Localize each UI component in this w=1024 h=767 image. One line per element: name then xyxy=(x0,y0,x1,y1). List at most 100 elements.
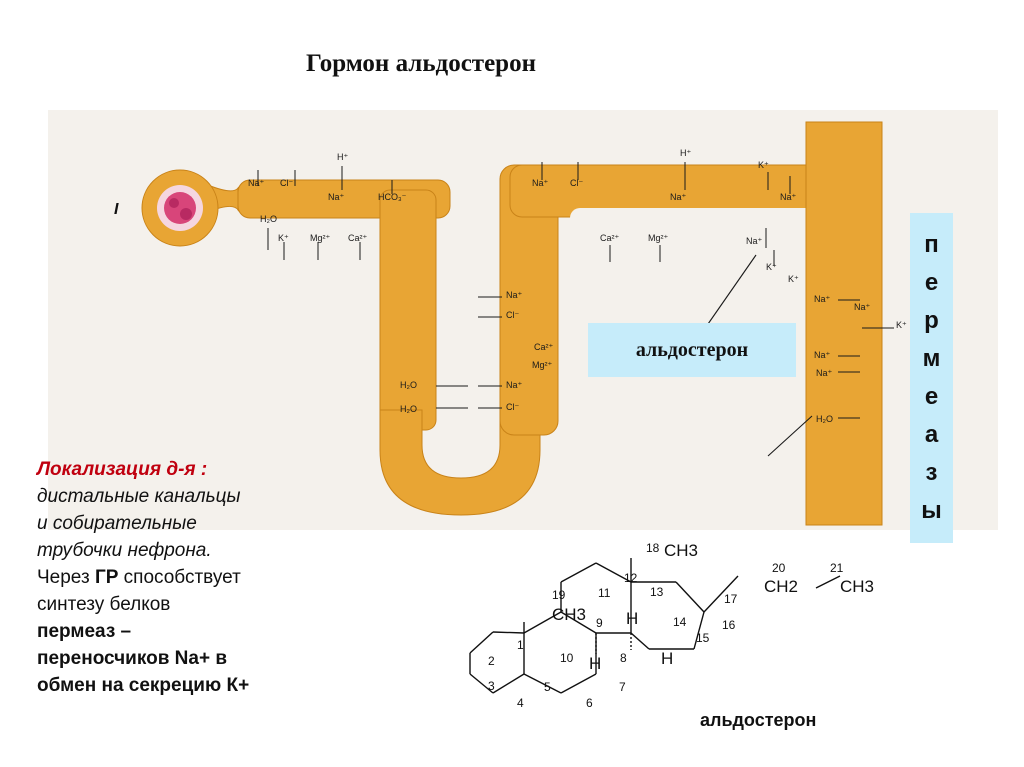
aldosterone-box: альдостерон xyxy=(588,323,796,377)
localization-line: Через ГР способствует xyxy=(37,564,327,591)
atom-number: 1 xyxy=(517,638,524,652)
permeases-letter: з xyxy=(925,459,938,486)
hydrogen-label: H xyxy=(589,654,601,673)
ion-label: Na⁺ xyxy=(780,192,797,202)
atom-number: 10 xyxy=(560,651,574,665)
aldosterone-pointers xyxy=(707,254,813,457)
atom-number: 9 xyxy=(596,616,603,630)
permeases-letter: е xyxy=(924,269,939,296)
methyl-18-label: CH3 xyxy=(664,541,698,560)
atom-number: 17 xyxy=(724,592,738,606)
methyl-19-label: CH3 xyxy=(552,605,586,624)
ion-label: H₂O xyxy=(400,380,417,390)
ion-label: K⁺ xyxy=(896,320,907,330)
permeases-letter: а xyxy=(924,421,939,448)
atom-number: 12 xyxy=(624,571,638,585)
ion-label: H₂O xyxy=(260,214,277,224)
ion-label: Cl⁻ xyxy=(506,402,519,412)
atom-number: 18 xyxy=(646,541,660,555)
side-chain-ch3-label: CH3 xyxy=(840,577,874,596)
steroid-skeleton xyxy=(469,558,841,694)
hydrogen-label: H xyxy=(626,609,638,628)
ion-label: Na⁺ xyxy=(248,178,265,188)
hydrogen-label: H xyxy=(661,649,673,668)
side-chain-ch2-label: CH2 xyxy=(764,577,798,596)
ion-label: H₂O xyxy=(400,404,417,414)
localization-heading: Локализация д-я : xyxy=(37,459,208,480)
proximal-ions: Na⁺ Cl⁻ H⁺ Na⁺ HCO₃⁻ H₂O K⁺ Mg²⁺ Ca²⁺ xyxy=(248,152,407,243)
ion-label: Na⁺ xyxy=(814,294,831,304)
permeases-box: п е р м е а з ы xyxy=(910,213,953,543)
ion-label: Na⁺ xyxy=(854,302,871,312)
ion-label: Cl⁻ xyxy=(280,178,293,188)
distal-ions: Na⁺ Cl⁻ H⁺ Na⁺ K⁺ Na⁺ Ca²⁺ Mg²⁺ xyxy=(532,148,797,243)
localization-line: синтезу белков xyxy=(37,594,171,615)
atom-number: 2 xyxy=(488,654,495,668)
atom-number: 21 xyxy=(830,561,844,575)
nephron-tubule xyxy=(207,121,883,526)
permeases-letter: м xyxy=(922,345,941,372)
ion-label: HCO₃⁻ xyxy=(378,192,407,202)
ion-label: Mg²⁺ xyxy=(648,233,668,243)
localization-line: и собирательные xyxy=(37,513,197,534)
ion-label: K⁺ xyxy=(788,274,799,284)
ion-label: Ca²⁺ xyxy=(534,342,554,352)
ion-label: Na⁺ xyxy=(532,178,549,188)
ion-label: Na⁺ xyxy=(506,290,523,300)
permeases-letter: е xyxy=(924,383,939,410)
atom-number: 3 xyxy=(488,679,495,693)
permeases-letter: р xyxy=(924,307,939,334)
glomerulus-label: I xyxy=(114,201,119,218)
ion-label: H⁺ xyxy=(337,152,348,162)
hydrogen-bonds xyxy=(595,633,632,654)
atom-number: 13 xyxy=(650,585,664,599)
atom-number: 5 xyxy=(544,680,551,694)
ion-label: Na⁺ xyxy=(506,380,523,390)
localization-line: трубочки нефрона. xyxy=(37,540,212,561)
ion-label: Na⁺ xyxy=(746,236,763,246)
atom-labels: CH3 CH3 H H H CH2 CH3 xyxy=(552,541,874,673)
localization-line: пермеаз – xyxy=(37,621,132,642)
atom-number: 20 xyxy=(772,561,786,575)
text-fragment: способствует xyxy=(118,567,241,588)
atom-number: 7 xyxy=(619,680,626,694)
ion-label: Mg²⁺ xyxy=(532,360,552,370)
localization-line: дистальные канальцы xyxy=(37,486,241,507)
atom-number: 11 xyxy=(598,586,611,600)
ion-label: H⁺ xyxy=(680,148,691,158)
ion-label: H₂O xyxy=(816,414,833,424)
collecting-duct-ions: Na⁺ K⁺ K⁺ Na⁺ Na⁺ K⁺ Na⁺ Na⁺ H₂O xyxy=(746,236,907,424)
structure-caption: альдостерон xyxy=(700,710,817,730)
atom-number: 4 xyxy=(517,696,524,710)
localization-text: Локализация д-я : дистальные канальцы и … xyxy=(37,456,327,699)
ion-label: Cl⁻ xyxy=(506,310,519,320)
ion-label: Na⁺ xyxy=(670,192,687,202)
ring-numbers: 1 2 3 4 5 6 7 8 9 10 11 12 13 14 15 16 1… xyxy=(488,541,844,710)
nephron-diagram: I Na⁺ Cl⁻ H⁺ Na⁺ HCO₃⁻ H₂O K⁺ Mg²⁺ Ca²⁺ … xyxy=(48,110,998,530)
ion-label: Ca²⁺ xyxy=(348,233,368,243)
ion-label: K⁺ xyxy=(758,160,769,170)
slide-title: Гормон альдостерон xyxy=(306,50,536,77)
ion-label: Ca²⁺ xyxy=(600,233,620,243)
text-fragment: Через xyxy=(37,567,95,588)
atom-number: 14 xyxy=(673,615,687,629)
loop-ions: H₂O H₂O Na⁺ Cl⁻ Ca²⁺ Mg²⁺ Na⁺ Cl⁻ xyxy=(400,290,554,414)
permeases-letter: ы xyxy=(921,497,942,524)
text-fragment: ГР xyxy=(94,567,119,588)
ion-label: Na⁺ xyxy=(814,350,831,360)
localization-line: переносчиков Na+ в xyxy=(37,648,227,669)
permeases-letter: п xyxy=(924,231,939,258)
ion-label: K⁺ xyxy=(278,233,289,243)
ion-label: Mg²⁺ xyxy=(310,233,330,243)
transport-arrows xyxy=(257,162,894,419)
localization-line: обмен на секрецию К+ xyxy=(37,675,250,696)
glomerulus xyxy=(141,169,219,247)
aldosterone-structure: 1 2 3 4 5 6 7 8 9 10 11 12 13 14 15 16 1… xyxy=(468,536,888,726)
atom-number: 19 xyxy=(552,588,566,602)
atom-number: 6 xyxy=(586,696,593,710)
ion-label: K⁺ xyxy=(766,262,777,272)
atom-number: 15 xyxy=(696,631,710,645)
ion-label: Cl⁻ xyxy=(570,178,583,188)
atom-number: 8 xyxy=(620,651,627,665)
ion-label: Na⁺ xyxy=(328,192,345,202)
